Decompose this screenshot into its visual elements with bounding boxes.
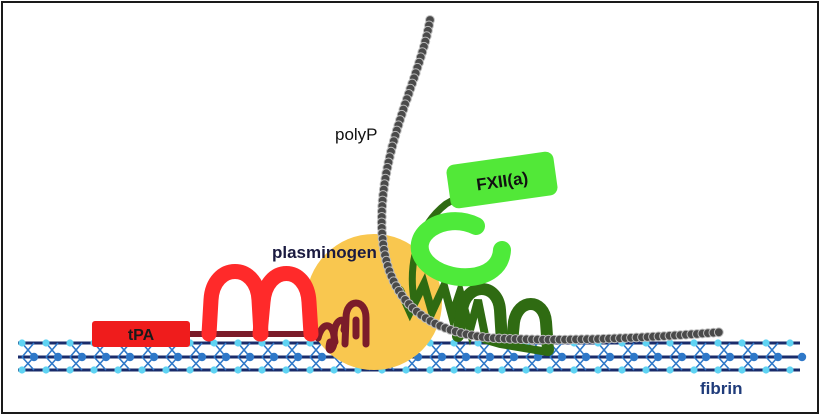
fibrin-label: fibrin: [700, 379, 743, 398]
plasminogen-kringles: [314, 299, 370, 354]
tpa-kringles: [187, 264, 321, 342]
polyp-chain: [376, 15, 724, 345]
polyp-label: polyP: [335, 125, 378, 144]
plasminogen-sphere: [306, 234, 442, 370]
fxii-loop: [410, 212, 511, 287]
tpa-protein: [92, 321, 190, 347]
fxii-protein: [446, 151, 558, 209]
tpa-label: tPA: [128, 327, 155, 344]
plasminogen-label: plasminogen: [272, 243, 377, 262]
